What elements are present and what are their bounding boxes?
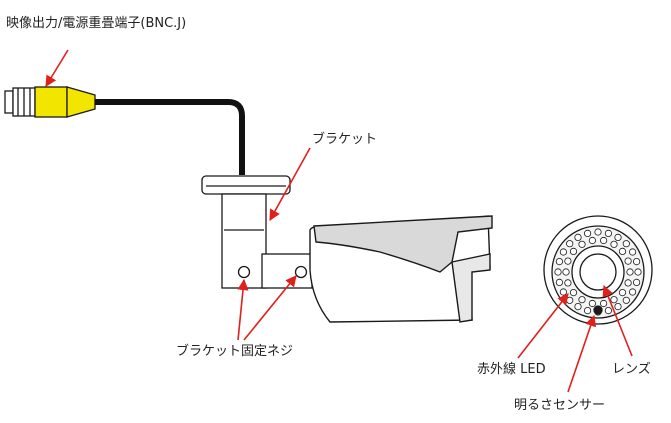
label-video-power-connector: 映像出力/電源重畳端子(BNC.J)	[6, 16, 187, 31]
ir-led	[559, 248, 568, 256]
arrow-screw-left	[237, 278, 249, 341]
ir-led	[610, 240, 618, 248]
bracket-screw-left	[237, 265, 251, 279]
ir-led	[624, 279, 632, 287]
ir-led	[566, 296, 574, 304]
label-bracket: ブラケット	[312, 132, 378, 147]
ir-led	[634, 268, 642, 276]
ir-led	[564, 279, 572, 287]
front-lens	[579, 253, 617, 291]
bnc-tip	[4, 90, 14, 114]
arrow-lens	[602, 284, 633, 357]
ir-led	[569, 247, 578, 255]
ir-led	[614, 302, 622, 311]
ir-led	[622, 296, 630, 304]
ir-led	[599, 236, 608, 245]
bracket-mount-plate	[201, 175, 291, 195]
ir-led	[554, 268, 562, 276]
callout-arrows	[45, 49, 633, 393]
camera-cable	[95, 99, 245, 175]
ir-led	[628, 288, 637, 296]
arrow-bracket	[269, 147, 311, 221]
camera-sunshield	[313, 215, 493, 273]
bnc-yellow-taper	[66, 86, 96, 118]
ir-led	[628, 248, 637, 256]
arrow-screw-right	[243, 275, 297, 341]
ir-led	[610, 296, 618, 304]
label-ir-led: 赤外線 LED	[477, 362, 546, 377]
label-lens: レンズ	[612, 362, 651, 377]
ir-led	[562, 268, 570, 276]
ir-led	[614, 233, 622, 241]
bnc-yellow-sleeve	[34, 86, 68, 118]
camera-front-view	[543, 215, 653, 325]
bnc-connector	[4, 86, 96, 118]
ir-led	[624, 257, 632, 265]
ir-led	[555, 257, 564, 266]
label-bracket-screw: ブラケット固定ネジ	[176, 344, 294, 359]
camera-face	[451, 253, 491, 323]
ir-led	[555, 278, 564, 286]
ir-led	[594, 228, 602, 236]
label-light-sensor: 明るさセンサー	[514, 398, 606, 413]
ir-led	[564, 257, 572, 265]
ir-led	[583, 306, 592, 315]
ir-led	[574, 233, 582, 241]
ir-led	[588, 299, 597, 308]
ir-led	[574, 302, 582, 311]
ir-led	[566, 240, 574, 248]
front-light-sensor	[593, 305, 603, 315]
arrow-connector	[45, 49, 69, 87]
bracket-screw-right	[294, 265, 308, 279]
ir-led	[632, 257, 641, 266]
ir-led	[578, 240, 586, 248]
ir-led	[604, 306, 613, 315]
ir-led	[578, 296, 586, 304]
arrow-ir-led	[517, 293, 569, 359]
ir-led	[626, 268, 634, 276]
ir-led	[604, 229, 613, 237]
ir-led	[618, 288, 627, 297]
camera-body	[309, 215, 493, 323]
ir-led	[583, 229, 592, 237]
ir-led	[632, 278, 641, 286]
ir-led	[622, 240, 630, 248]
arrow-light-sensor	[567, 314, 597, 393]
bracket	[201, 175, 313, 289]
ir-led	[618, 247, 627, 255]
ir-led	[559, 288, 568, 296]
ir-led	[588, 236, 597, 245]
ir-led	[599, 299, 608, 308]
ir-led	[569, 288, 578, 297]
